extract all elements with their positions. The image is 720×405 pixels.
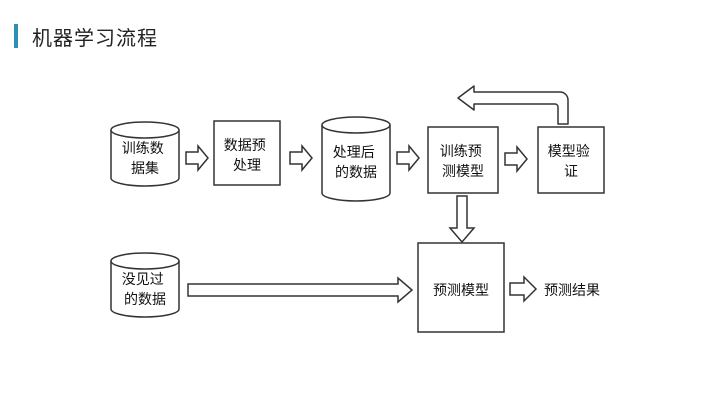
training-data-node xyxy=(110,121,180,187)
title-accent-bar xyxy=(14,24,18,48)
validate-model-node xyxy=(537,126,605,194)
unseen-data-label: 没见过 的数据 xyxy=(122,272,168,308)
arrow-predict-to-result xyxy=(509,275,538,303)
predict-model-node xyxy=(417,242,505,333)
predict-model-label: 预测模型 xyxy=(433,283,489,299)
validate-model-label: 模型验 证 xyxy=(548,144,594,180)
page-title: 机器学习流程 xyxy=(32,25,158,50)
training-data-label: 训练数 据集 xyxy=(122,141,168,177)
feedback-loop-arrow xyxy=(457,85,569,125)
train-model-label: 训练预 测模型 xyxy=(440,144,486,180)
prediction-result-label: 预测结果 xyxy=(544,283,600,299)
train-model-node xyxy=(427,126,499,194)
unseen-data-node xyxy=(110,252,180,318)
preprocess-node xyxy=(213,120,281,186)
slide-title: 机器学习流程 xyxy=(14,18,158,54)
preprocess-label: 数据预 处理 xyxy=(224,138,270,174)
arrow-preprocess-to-processed xyxy=(289,143,313,173)
processed-data-label: 处理后 的数据 xyxy=(333,145,379,181)
processed-data-node xyxy=(321,116,391,202)
arrow-processed-to-train xyxy=(396,143,420,173)
arrow-training-to-preprocess xyxy=(185,143,209,173)
arrow-train-to-validate xyxy=(504,144,528,174)
arrow-unseen-to-predict xyxy=(187,276,414,304)
arrow-train-to-predict xyxy=(448,195,476,244)
